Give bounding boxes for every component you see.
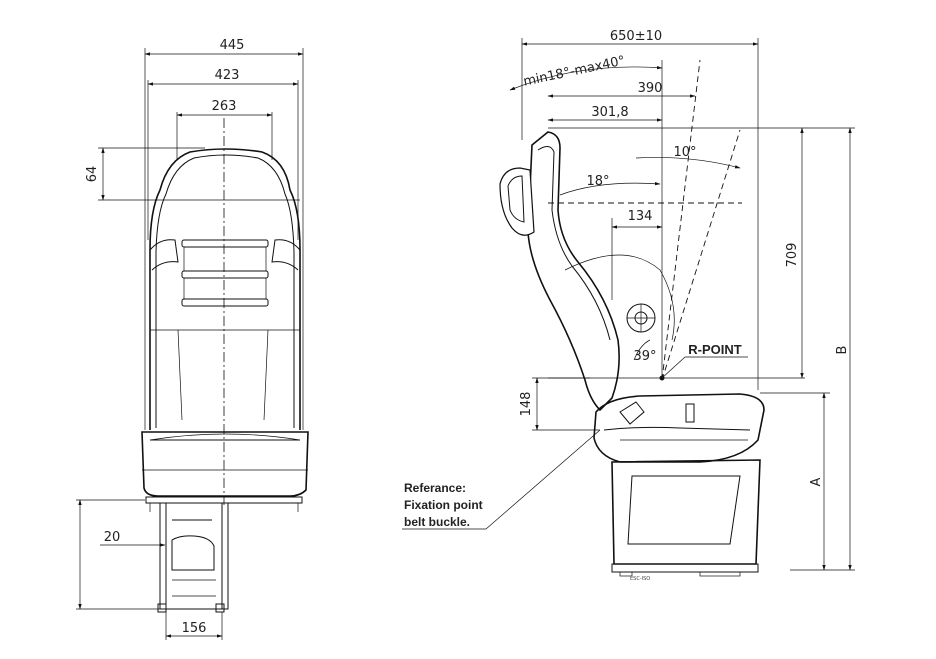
dim-301: 301,8 bbox=[591, 105, 628, 120]
side-seat-cushion bbox=[593, 393, 765, 463]
angle-range: min18°-max40° bbox=[522, 53, 626, 89]
reference-line3: belt buckle. bbox=[404, 515, 470, 529]
dim-64: 64 bbox=[85, 166, 100, 183]
dim-445: 445 bbox=[220, 38, 245, 53]
dim-20: 20 bbox=[104, 530, 121, 545]
side-seat-back bbox=[527, 131, 620, 412]
reference-line2: Fixation point bbox=[404, 498, 483, 512]
side-headrest-wing bbox=[499, 167, 535, 236]
front-seat-shell bbox=[149, 148, 301, 430]
dim-148: 148 bbox=[519, 392, 534, 417]
dim-650: 650±10 bbox=[610, 29, 662, 44]
r-point-label: R-POINT bbox=[688, 342, 742, 357]
front-pedestal bbox=[159, 502, 229, 610]
dim-423: 423 bbox=[215, 68, 240, 83]
dim-156: 156 bbox=[182, 621, 207, 636]
reference-line1: Referance: bbox=[404, 481, 466, 495]
label-A: A bbox=[809, 477, 824, 486]
dim-263: 263 bbox=[212, 99, 237, 114]
dim-709: 709 bbox=[785, 243, 800, 268]
belt-slot-2 bbox=[181, 270, 269, 279]
angle-39: 39° bbox=[633, 349, 656, 364]
belt-slot-1 bbox=[181, 239, 269, 248]
angle-10: 10° bbox=[673, 145, 696, 160]
belt-slot-3 bbox=[181, 298, 269, 307]
dim-390: 390 bbox=[638, 81, 663, 96]
front-view: 445 423 263 64 bbox=[76, 38, 309, 640]
angle-18: 18° bbox=[586, 174, 609, 189]
label-B: B bbox=[835, 346, 850, 355]
small-print: ESC-ISO bbox=[630, 576, 650, 582]
front-seat-cushion bbox=[141, 431, 309, 497]
side-view: 650±10 min18°-max40° 390 301,8 10° 18° 1… bbox=[402, 29, 855, 582]
dim-134: 134 bbox=[628, 209, 653, 224]
